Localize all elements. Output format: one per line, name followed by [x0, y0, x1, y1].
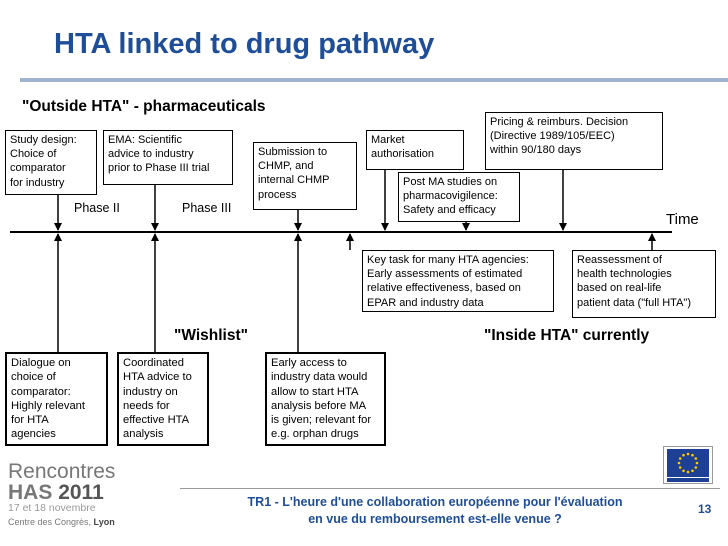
dialogue-comparator-box: Dialogue on choice of comparator: Highly… [5, 352, 108, 446]
ema-advice-box: EMA: Scientific advice to industry prior… [103, 130, 233, 185]
phase-3-label: Phase III [182, 201, 232, 215]
logo-has-2011: HAS 2011 [8, 481, 104, 504]
section-inside-hta: "Inside HTA" currently [484, 327, 650, 344]
key-task-box: Key task for many HTA agencies: Early as… [362, 250, 554, 312]
eu-commission-logo [663, 446, 713, 484]
submission-chmp-box: Submission to CHMP, and internal CHMP pr… [253, 142, 357, 210]
logo-venue: Centre des Congrès, Lyon [8, 517, 115, 527]
post-ma-studies-box: Post MA studies on pharmacovigilence: Sa… [398, 172, 520, 222]
coordinated-hta-advice-box: Coordinated HTA advice to industry on ne… [117, 352, 209, 446]
footer-caption: TR1 - L'heure d'une collaboration europé… [247, 495, 623, 526]
reassessment-box: Reassessment of health technologies base… [572, 250, 716, 318]
slide-title: HTA linked to drug pathway [54, 28, 435, 60]
title-underline [20, 78, 728, 82]
page-number: 13 [698, 502, 712, 516]
logo-rencontres: Rencontres [8, 460, 116, 483]
section-outside-hta: "Outside HTA" - pharmaceuticals [22, 98, 266, 115]
time-label: Time [666, 211, 699, 228]
eu-flag-icon [667, 449, 709, 477]
study-design-box: Study design: Choice of comparator for i… [5, 130, 97, 195]
section-wishlist: "Wishlist" [174, 327, 248, 344]
logo-date: 17 et 18 novembre [8, 502, 96, 514]
early-access-box: Early access to industry data would allo… [265, 352, 386, 446]
pricing-decision-box: Pricing & reimburs. Decision (Directive … [485, 112, 663, 170]
market-authorisation-box: Market authorisation [366, 130, 464, 170]
phase-2-label: Phase II [74, 201, 120, 215]
footer-divider [180, 488, 720, 489]
